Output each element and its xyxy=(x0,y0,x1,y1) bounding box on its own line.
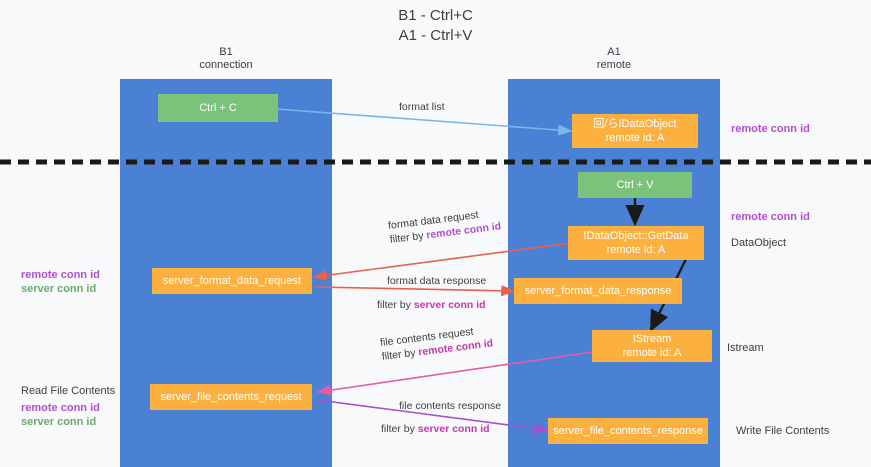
box-server-file-contents-response[interactable]: server_file_contents_response xyxy=(548,418,708,444)
wire-label-format-data-request: format data request filter by remote con… xyxy=(387,205,502,246)
wire-label-file-contents-response: file contents response xyxy=(399,400,502,412)
column-header-a1-name: A1 xyxy=(607,46,621,58)
column-header-a1-role: remote xyxy=(596,59,632,71)
column-header-a1: A1 remote xyxy=(514,46,714,72)
box-server-file-contents-response-label: server_file_contents_response xyxy=(553,425,703,437)
box-server-format-data-response-label: server_format_data_response xyxy=(524,285,672,297)
diagram-title-line1: B1 - Ctrl+C xyxy=(398,7,473,24)
wire-label-file-contents-response-filter: filter by server conn id xyxy=(381,422,490,436)
box-istream-label: IStream xyxy=(632,333,672,345)
wire-label-format-list: format list xyxy=(399,101,445,113)
box-ctrl-c[interactable]: Ctrl + C xyxy=(158,94,278,122)
box-ctrl-c-label: Ctrl + C xyxy=(199,102,237,114)
label-istream: Istream xyxy=(727,342,764,354)
wire-label-format-data-response-filter-key: server conn id xyxy=(413,299,486,311)
box-getdata-sub: remote id: A xyxy=(606,244,666,256)
label-remote-conn-id-mid: remote conn id xyxy=(731,211,810,223)
diagram-title-line2: A1 - Ctrl+V xyxy=(398,27,473,44)
box-ctrl-v-label: Ctrl + V xyxy=(616,179,654,191)
wire-label-file-contents-response-filter-key: server conn id xyxy=(417,423,490,435)
wire-label-format-data-response: format data response xyxy=(387,275,487,287)
box-idataobject-remote[interactable]: 回/らIDataObject remote id: A xyxy=(572,114,698,148)
column-header-b1-role: connection xyxy=(199,59,253,71)
box-server-file-contents-request[interactable]: server_file_contents_request xyxy=(150,384,312,410)
label-left-remote-conn-id: remote conn id xyxy=(21,269,100,281)
box-istream-sub: remote id: A xyxy=(622,347,682,359)
label-left-remote-conn-id-2: remote conn id xyxy=(21,402,100,414)
box-server-format-data-response[interactable]: server_format_data_response xyxy=(514,278,682,304)
label-write-file-contents: Write File Contents xyxy=(736,425,830,437)
wire-label-file-contents-request: file contents request filter by remote c… xyxy=(379,322,494,363)
column-header-b1-name: B1 xyxy=(219,46,233,58)
box-server-format-data-request-label: server_format_data_request xyxy=(162,275,302,287)
label-dataobject: DataObject xyxy=(731,237,787,249)
box-server-file-contents-request-label: server_file_contents_request xyxy=(160,391,302,403)
box-idataobject-remote-sub: remote id: A xyxy=(605,132,665,144)
label-left-server-conn-id-2: server conn id xyxy=(21,416,97,428)
box-getdata[interactable]: IDataObject::GetData remote id: A xyxy=(568,226,704,260)
column-header-b1: B1 connection xyxy=(126,46,326,72)
box-idataobject-remote-label: 回/らIDataObject xyxy=(593,118,677,130)
box-istream[interactable]: IStream remote id: A xyxy=(592,330,712,362)
label-remote-conn-id-top: remote conn id xyxy=(731,123,810,135)
label-read-file-contents: Read File Contents xyxy=(21,385,116,397)
wire-label-file-contents-request-filter-prefix: filter by xyxy=(381,346,420,363)
box-getdata-label: IDataObject::GetData xyxy=(583,230,689,242)
diagram-title: B1 - Ctrl+C A1 - Ctrl+V xyxy=(0,6,871,46)
label-left-server-conn-id: server conn id xyxy=(21,283,97,295)
box-ctrl-v[interactable]: Ctrl + V xyxy=(578,172,692,198)
wire-label-file-contents-response-filter-prefix: filter by xyxy=(381,423,418,435)
wire-label-format-data-request-filter-prefix: filter by xyxy=(389,229,428,246)
wire-label-format-data-response-filter-prefix: filter by xyxy=(377,299,414,311)
box-server-format-data-request[interactable]: server_format_data_request xyxy=(152,268,312,294)
wire-label-format-data-response-filter: filter by server conn id xyxy=(377,298,486,312)
